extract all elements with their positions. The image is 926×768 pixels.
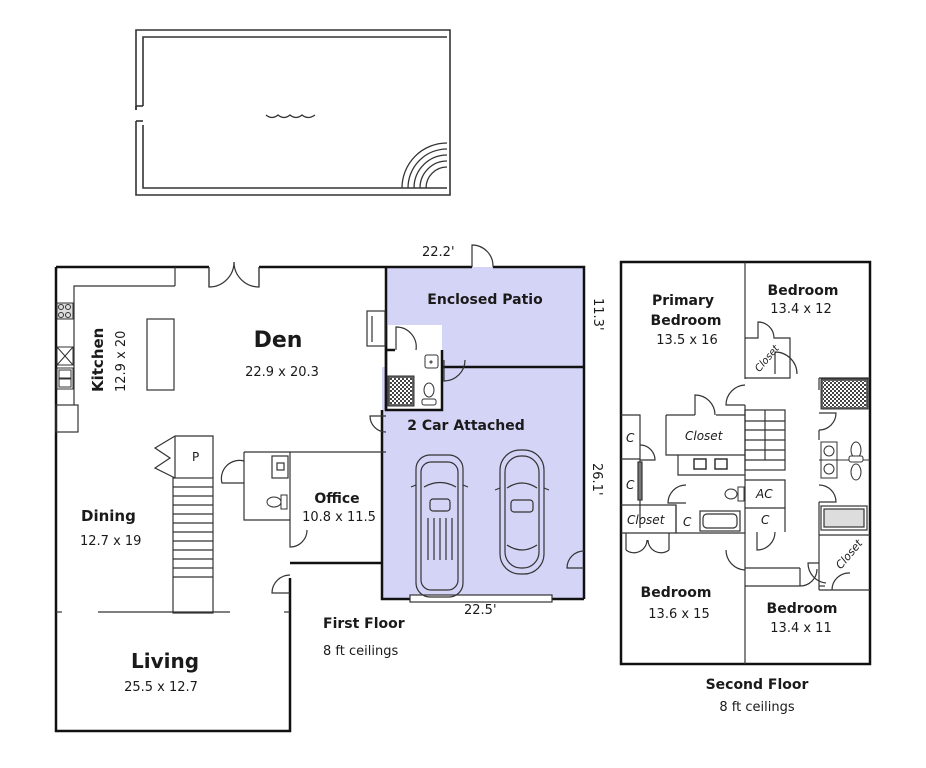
toilet-icon xyxy=(848,441,864,481)
water-waves-icon xyxy=(265,114,316,119)
pool xyxy=(135,29,451,196)
den-label: Den xyxy=(253,328,303,353)
closet-primary-label: Closet xyxy=(685,429,723,443)
office-label: Office xyxy=(314,491,360,507)
stairs xyxy=(173,486,213,578)
second-floor-title: Second Floor xyxy=(705,677,809,693)
suv-icon xyxy=(410,454,469,598)
bedroom-ne-label: Bedroom xyxy=(767,283,839,299)
dishwasher-icon xyxy=(56,346,74,366)
closet-c3-label: C xyxy=(683,515,692,529)
bedroom-sw-label: Bedroom xyxy=(640,585,712,601)
office-dims: 10.8 x 11.5 xyxy=(302,510,376,525)
toilet-icon xyxy=(724,486,745,502)
closet-sw-label: Closet xyxy=(627,513,665,527)
living-dims: 25.5 x 12.7 xyxy=(124,680,198,695)
garage-label: 2 Car Attached xyxy=(407,418,525,434)
shower-icon xyxy=(820,378,869,410)
pantry-label: P xyxy=(192,450,200,464)
toilet-icon xyxy=(266,494,288,510)
first-floor-ceilings: 8 ft ceilings xyxy=(323,644,399,659)
den-dims: 22.9 x 20.3 xyxy=(245,365,319,380)
first-floor-plan xyxy=(54,244,586,733)
vanity-sinks-icon xyxy=(693,458,728,470)
garage-depth-dim: 26.1' xyxy=(589,463,604,496)
bedroom-ne-dims: 13.4 x 12 xyxy=(770,302,832,317)
doors xyxy=(208,244,585,594)
first-floor-title: First Floor xyxy=(323,616,405,632)
bedroom-se-dims: 13.4 x 11 xyxy=(770,621,832,636)
kitchen-sink-icon xyxy=(56,367,74,390)
fireplace xyxy=(366,310,386,347)
closet-c1-label: C xyxy=(626,431,635,445)
kitchen-dims: 12.9 x 20 xyxy=(114,330,129,392)
primary-bedroom-label-1: Primary xyxy=(651,293,715,309)
kitchen-island xyxy=(146,318,175,391)
patio-depth-dim: 11.3' xyxy=(590,298,605,331)
garage-door xyxy=(409,594,553,603)
bath-sink-icon xyxy=(424,354,439,369)
dining-dims: 12.7 x 19 xyxy=(80,534,142,549)
kitchen-label: Kitchen xyxy=(89,327,107,392)
enclosed-patio-label: Enclosed Patio xyxy=(427,292,543,308)
closet-c4-label: C xyxy=(761,513,770,527)
bathtub-icon xyxy=(820,505,868,531)
pool-steps-icon xyxy=(401,142,448,189)
bedroom-sw-dims: 13.6 x 15 xyxy=(648,607,710,622)
shower-icon xyxy=(387,375,415,407)
bathtub-icon xyxy=(699,510,741,532)
closet-c2-label: C xyxy=(626,478,635,492)
bedroom-se-label: Bedroom xyxy=(766,601,838,617)
garage-width-dim: 22.5' xyxy=(464,603,497,618)
sedan-icon xyxy=(494,449,550,575)
primary-bedroom-label-2: Bedroom xyxy=(650,313,722,329)
primary-bedroom-dims: 13.5 x 16 xyxy=(656,333,718,348)
second-floor-plan xyxy=(619,260,872,666)
ac-label: AC xyxy=(756,487,773,501)
cooktop-icon xyxy=(56,302,74,320)
patio-width-dim: 22.2' xyxy=(422,245,455,260)
toilet-icon xyxy=(421,382,437,406)
second-floor-ceilings: 8 ft ceilings xyxy=(719,700,795,715)
dining-label: Dining xyxy=(81,507,136,525)
living-label: Living xyxy=(130,649,200,673)
